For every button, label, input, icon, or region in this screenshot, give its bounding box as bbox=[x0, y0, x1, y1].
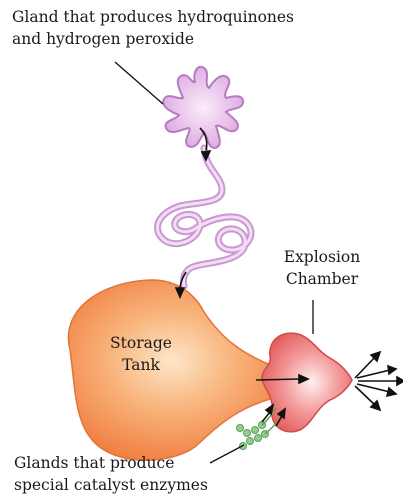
label-explosion-1: Explosion bbox=[272, 246, 372, 268]
label-storage-2: Tank bbox=[100, 354, 182, 376]
explosion-chamber bbox=[262, 333, 352, 432]
label-explosion-2: Chamber bbox=[272, 268, 372, 290]
catalyst-glands bbox=[237, 422, 269, 450]
label-gland-top-1: Gland that produces hydroquinones bbox=[12, 6, 294, 28]
hydroquinone-gland bbox=[163, 67, 243, 148]
label-catalyst-2: special catalyst enzymes bbox=[14, 474, 208, 496]
label-catalyst-1: Glands that produce bbox=[14, 452, 174, 474]
label-storage-1: Storage bbox=[100, 332, 182, 354]
label-gland-top-2: and hydrogen peroxide bbox=[12, 28, 194, 50]
gland-duct-inner bbox=[157, 148, 250, 286]
